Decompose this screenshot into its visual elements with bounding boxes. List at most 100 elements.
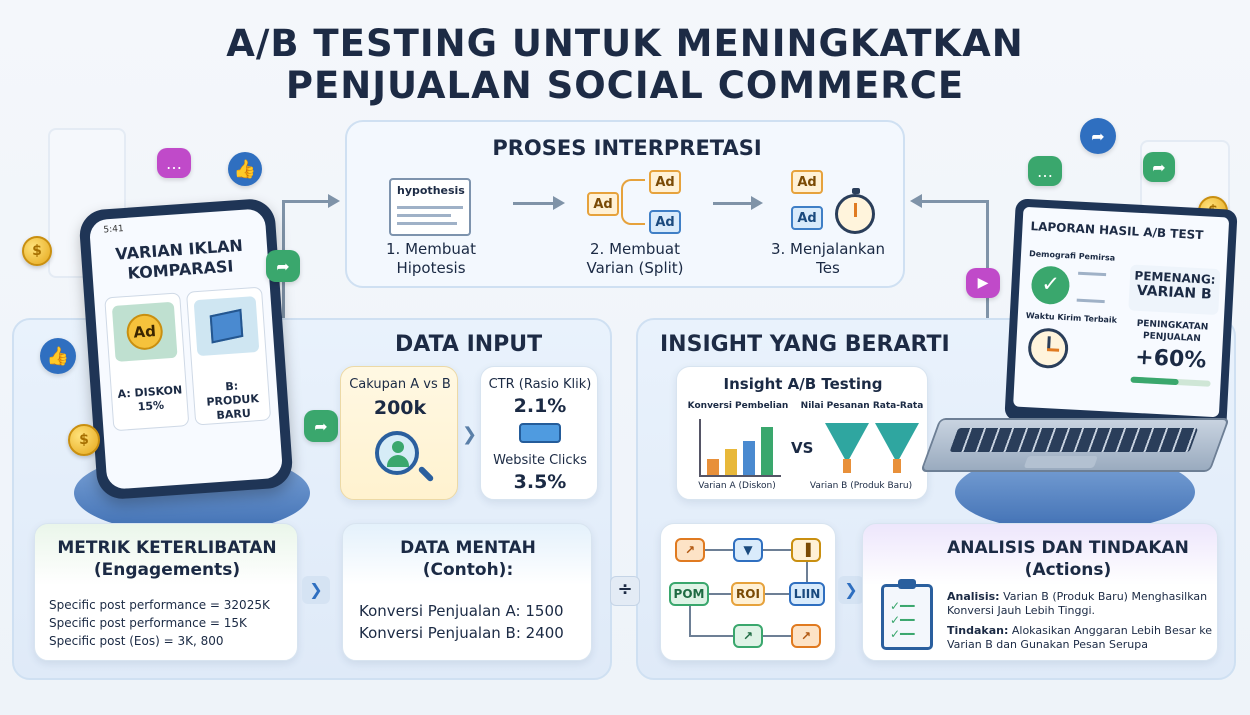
flow-node-pom: POM bbox=[669, 582, 709, 606]
laptop-report-title: LAPORAN HASIL A/B TEST bbox=[1030, 219, 1204, 243]
insight-card-title: Insight A/B Testing bbox=[723, 375, 883, 393]
share-icon-top-right: ➦ bbox=[1080, 118, 1116, 154]
magnifier-user-icon bbox=[375, 431, 419, 475]
process-panel: PROSES INTERPRETASI hypothesis 1. Membua… bbox=[345, 120, 905, 288]
variant-a-card[interactable]: Ad A: DISKON 15% bbox=[104, 292, 190, 432]
laptop-screen: LAPORAN HASIL A/B TEST Demografi Pemirsa… bbox=[1013, 206, 1230, 418]
bar-chart-icon bbox=[699, 419, 781, 477]
ctr-value: 2.1% bbox=[513, 395, 567, 417]
flow-node-liin: LIIN bbox=[789, 582, 825, 606]
raw-data-row-1: Konversi Penjualan A: 1500 bbox=[359, 602, 564, 620]
reach-value: 200k bbox=[373, 397, 427, 419]
ad-icon-test-a: Ad bbox=[791, 170, 823, 194]
share-icon: ➦ bbox=[266, 250, 300, 282]
analysis-body: Varian B (Produk Baru) Menghasilkan Konv… bbox=[947, 590, 1208, 617]
chevron-right-icon-2: ❯ bbox=[302, 576, 330, 604]
ad-icon-split-a: Ad bbox=[649, 170, 681, 194]
flow-node-roi: ROI bbox=[731, 582, 765, 606]
variant-b-image bbox=[193, 296, 260, 357]
engagement-heading-line1: METRIK KETERLIBATAN bbox=[57, 538, 277, 558]
ad-icon-split-b: Ad bbox=[649, 210, 681, 234]
analysis-label: Analisis: bbox=[947, 590, 1000, 603]
funnel-icon-left bbox=[825, 423, 869, 463]
engagement-row-2: Specific post performance = 15K bbox=[49, 616, 247, 630]
clicks-value: 3.5% bbox=[513, 471, 567, 493]
raw-data-card: DATA MENTAH (Contoh): Konversi Penjualan… bbox=[342, 523, 592, 661]
arrow-1-2-head bbox=[553, 196, 565, 210]
clicks-label: Website Clicks bbox=[493, 453, 587, 468]
stopwatch-icon bbox=[835, 188, 875, 234]
laptop-time-label: Waktu Kirim Terbaik bbox=[1025, 311, 1118, 325]
chevron-right-icon-3: ❯ bbox=[838, 576, 864, 604]
step1-label: 1. Membuat Hipotesis bbox=[386, 240, 476, 277]
engagement-row-1: Specific post performance = 32025K bbox=[49, 598, 270, 612]
funnel-icon-right bbox=[875, 423, 919, 463]
laptop-screen-frame: LAPORAN HASIL A/B TEST Demografi Pemirsa… bbox=[1004, 198, 1238, 432]
engagement-row-3: Specific post (Eos) = 3K, 800 bbox=[49, 634, 224, 648]
magnifier-handle bbox=[417, 465, 435, 483]
coin-icon: $ bbox=[22, 236, 52, 266]
flow-connector-4 bbox=[765, 593, 789, 595]
insight-left-label: Konversi Pembelian bbox=[687, 401, 789, 411]
laptop-demo-label: Demografi Pemirsa bbox=[1028, 249, 1116, 263]
flow-connector-3 bbox=[709, 593, 731, 595]
variant-b-label: B: PRODUK BARU bbox=[206, 379, 260, 423]
flow-connector-8 bbox=[806, 562, 808, 582]
actions-card: ANALISIS DAN TINDAKAN (Actions) ✓━━✓━━✓━… bbox=[862, 523, 1218, 661]
ctr-label: CTR (Rasio Klik) bbox=[488, 377, 592, 392]
phone-screen: 5:41 VARIAN IKLAN KOMPARASI Ad A: DISKON… bbox=[88, 208, 284, 490]
hypothesis-document: hypothesis bbox=[389, 178, 471, 236]
actions-heading-line2: (Actions) bbox=[1024, 560, 1112, 580]
variant-a-label: A: DISKON 15% bbox=[117, 383, 183, 414]
variant-b-card[interactable]: B: PRODUK BARU bbox=[186, 286, 272, 426]
video-icon: ▶ bbox=[966, 268, 1000, 298]
funnel-icon-right-stem bbox=[893, 459, 901, 473]
arrow-2-3-head bbox=[751, 196, 763, 210]
winner-line2: VARIAN B bbox=[1136, 282, 1213, 303]
increase-value: +60% bbox=[1134, 344, 1207, 374]
growth-node-icon: ↗ bbox=[733, 624, 763, 648]
winner-box: PEMENANG: VARIAN B bbox=[1128, 264, 1221, 316]
coin-icon-lower: $ bbox=[68, 424, 100, 456]
action-text: Tindakan: Alokasikan Anggaran Lebih Besa… bbox=[947, 624, 1213, 652]
flow-connector-1 bbox=[705, 549, 733, 551]
flow-card: ↗ ▼ ▐ POM ROI LIIN ↗ ↗ bbox=[660, 523, 836, 661]
share-icon-2: ➦ bbox=[304, 410, 338, 442]
connector-left-arrowhead bbox=[328, 194, 340, 208]
page-title-line1: A/B TESTING UNTUK MENINGKATKAN bbox=[226, 22, 1024, 65]
raw-data-heading-line2: (Contoh): bbox=[422, 560, 514, 580]
raw-data-heading-line1: DATA MENTAH bbox=[400, 538, 536, 558]
vs-label: VS bbox=[791, 439, 814, 457]
engagement-card: METRIK KETERLIBATAN (Engagements) Specif… bbox=[34, 523, 298, 661]
raw-data-row-2: Konversi Penjualan B: 2400 bbox=[359, 624, 564, 642]
ctr-card: CTR (Rasio Klik) 2.1% Website Clicks 3.5… bbox=[480, 366, 598, 500]
like-icon-small: 👍 bbox=[40, 338, 76, 374]
divide-icon: ÷ bbox=[610, 576, 640, 606]
page-title-line2: PENJUALAN SOCIAL COMMERCE bbox=[285, 64, 965, 107]
product-box-icon bbox=[209, 308, 244, 344]
ad-icon-split-main: Ad bbox=[587, 192, 619, 216]
cursor-node-icon: ↗ bbox=[675, 538, 705, 562]
ad-badge-icon: Ad bbox=[125, 312, 164, 352]
actions-heading-line1: ANALISIS DAN TINDAKAN bbox=[947, 538, 1189, 558]
flow-connector-5 bbox=[689, 606, 691, 636]
reach-label: Cakupan A vs B bbox=[349, 377, 451, 392]
hypothesis-label: hypothesis bbox=[397, 184, 465, 197]
action-label: Tindakan: bbox=[947, 624, 1009, 637]
chat-icon-right: … bbox=[1028, 156, 1062, 186]
phone-status-time: 5:41 bbox=[103, 224, 125, 236]
insight-caption-a: Varian A (Diskon) bbox=[698, 481, 776, 491]
funnel-icon-left-stem bbox=[843, 459, 851, 473]
arrow-1-2 bbox=[513, 202, 557, 205]
analysis-text: Analisis: Varian B (Produk Baru) Menghas… bbox=[947, 590, 1213, 618]
increase-progress-bar bbox=[1130, 376, 1211, 387]
action-body: Alokasikan Anggaran Lebih Besar ke Varia… bbox=[947, 624, 1212, 651]
arrow-2-3 bbox=[713, 202, 755, 205]
insight-heading: INSIGHT YANG BERARTI bbox=[660, 332, 950, 357]
insight-right-label: Nilai Pesanan Rata-Rata bbox=[800, 401, 924, 411]
reach-card: Cakupan A vs B 200k bbox=[340, 366, 458, 500]
clipboard-icon: ✓━━✓━━✓━━ bbox=[881, 579, 933, 650]
step3-label: 3. Menjalankan Tes bbox=[770, 240, 886, 277]
split-fork bbox=[621, 179, 645, 225]
connector-right-horizontal bbox=[920, 200, 988, 203]
